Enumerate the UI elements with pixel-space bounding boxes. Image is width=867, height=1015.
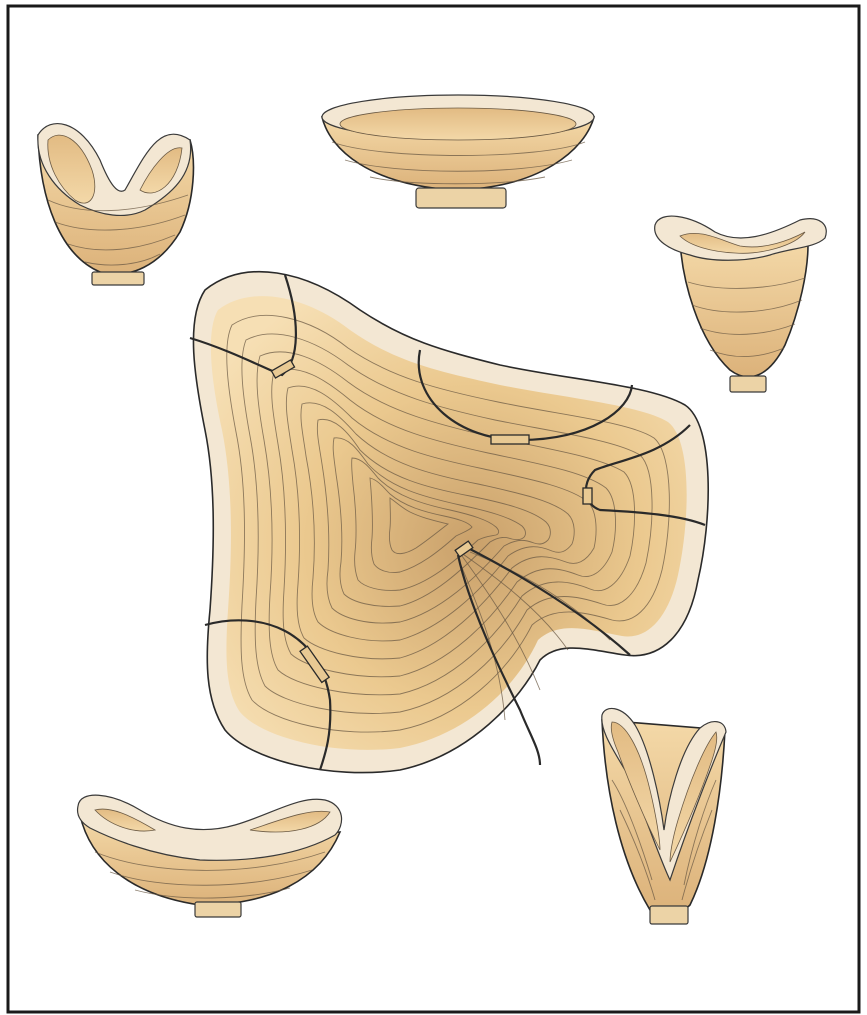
bowl-top-center-foot	[416, 188, 506, 208]
bowl-top-left-foot	[92, 272, 144, 285]
bowl-bottom-left-foot	[195, 902, 241, 917]
vase-bottom-right-foot	[650, 906, 688, 924]
tab-right	[583, 488, 592, 504]
tab-top-center	[491, 435, 529, 444]
vase-top-right-foot	[730, 376, 766, 392]
